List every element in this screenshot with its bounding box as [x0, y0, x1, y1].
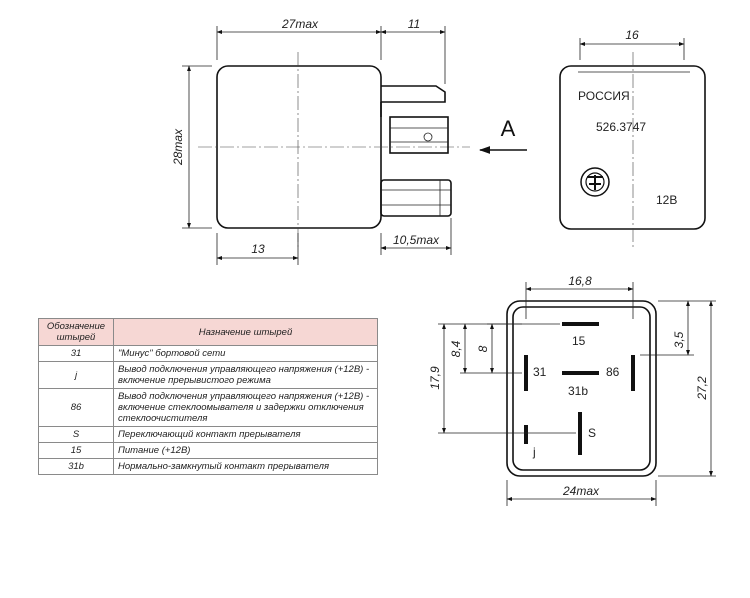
- purpose-cell: Питание (+12В): [113, 442, 378, 459]
- purpose-cell: Нормально-замкнутый контакт прерывателя: [113, 458, 378, 475]
- pin-j-label: j: [532, 445, 536, 459]
- pin-cell: 86: [38, 388, 114, 427]
- dim-inner-width: 16,8: [568, 274, 592, 288]
- origin-label: РОССИЯ: [578, 89, 630, 103]
- pin-cell: S: [38, 426, 114, 443]
- pin-31: [524, 355, 528, 391]
- table-row: 15 Питание (+12В): [38, 442, 378, 459]
- dim-pin-offset: 13: [251, 242, 265, 256]
- relay-body-side: [559, 65, 706, 230]
- purpose-cell: Вывод подключения управляющего напряжени…: [113, 388, 378, 427]
- dim-base-height: 27,2: [695, 376, 709, 401]
- view-arrow-label: A: [501, 116, 516, 141]
- dim-8-4: 8,4: [449, 340, 463, 357]
- pin-S-label: S: [588, 426, 596, 440]
- lower-pin: [380, 179, 452, 217]
- front-view: 27max 11 28max 13 10,5max: [171, 17, 470, 265]
- dim-17-9: 17,9: [428, 366, 442, 390]
- dim-width-side: 16: [625, 28, 639, 42]
- relay-base-inner: [512, 306, 651, 471]
- upper-pin: [380, 85, 449, 154]
- pin-86: [631, 355, 635, 391]
- dim-width-front: 27max: [281, 17, 319, 31]
- table-row: 86 Вывод подключения управляющего напряж…: [38, 388, 378, 427]
- table-row: 31b Нормально-замкнутый контакт прерыват…: [38, 458, 378, 475]
- voltage-label: 12В: [656, 193, 677, 207]
- dim-3-5: 3,5: [672, 331, 686, 348]
- purpose-cell: Вывод подключения управляющего напряжени…: [113, 361, 378, 389]
- manufacturer-logo-icon: [580, 167, 610, 197]
- pin-cell: 31b: [38, 458, 114, 475]
- side-view: 16 РОССИЯ 526.3747 12В: [559, 28, 706, 248]
- dim-height-front: 28max: [171, 128, 185, 166]
- purpose-cell: "Минус" бортовой сети: [113, 345, 378, 362]
- purpose-cell: Переключающий контакт прерывателя: [113, 426, 378, 443]
- header-purpose: Назначение штырей: [113, 318, 378, 346]
- pin-31b: [562, 371, 599, 375]
- dim-8: 8: [476, 345, 490, 352]
- table-row: 31 "Минус" бортовой сети: [38, 345, 378, 362]
- view-arrow: A: [478, 116, 527, 154]
- pin-86-label: 86: [606, 365, 620, 379]
- model-label: 526.3747: [596, 120, 646, 134]
- pin-15-label: 15: [572, 334, 586, 348]
- pin-cell: 15: [38, 442, 114, 459]
- relay-base-outer: [506, 300, 657, 477]
- pin-S: [578, 412, 582, 455]
- pin-cell: j: [38, 361, 114, 389]
- bottom-view: 15 31 86 31b j S 16,8 24max 17,9 8,4 8 2…: [428, 274, 716, 506]
- table-row: j Вывод подключения управляющего напряже…: [38, 361, 378, 389]
- dim-pin-depth: 10,5max: [393, 233, 440, 247]
- pin-31b-label: 31b: [568, 384, 588, 398]
- dim-pin-length: 11: [408, 17, 420, 31]
- dim-base-width: 24max: [562, 484, 600, 498]
- pin-15: [562, 322, 599, 326]
- pin-cell: 31: [38, 345, 114, 362]
- pin-j: [524, 425, 528, 444]
- table-header-row: Обозначение штырей Назначение штырей: [38, 318, 378, 346]
- table-row: S Переключающий контакт прерывателя: [38, 426, 378, 443]
- pin-31-label: 31: [533, 365, 547, 379]
- pin-assignment-table: Обозначение штырей Назначение штырей 31 …: [38, 318, 378, 475]
- header-pin: Обозначение штырей: [38, 318, 114, 346]
